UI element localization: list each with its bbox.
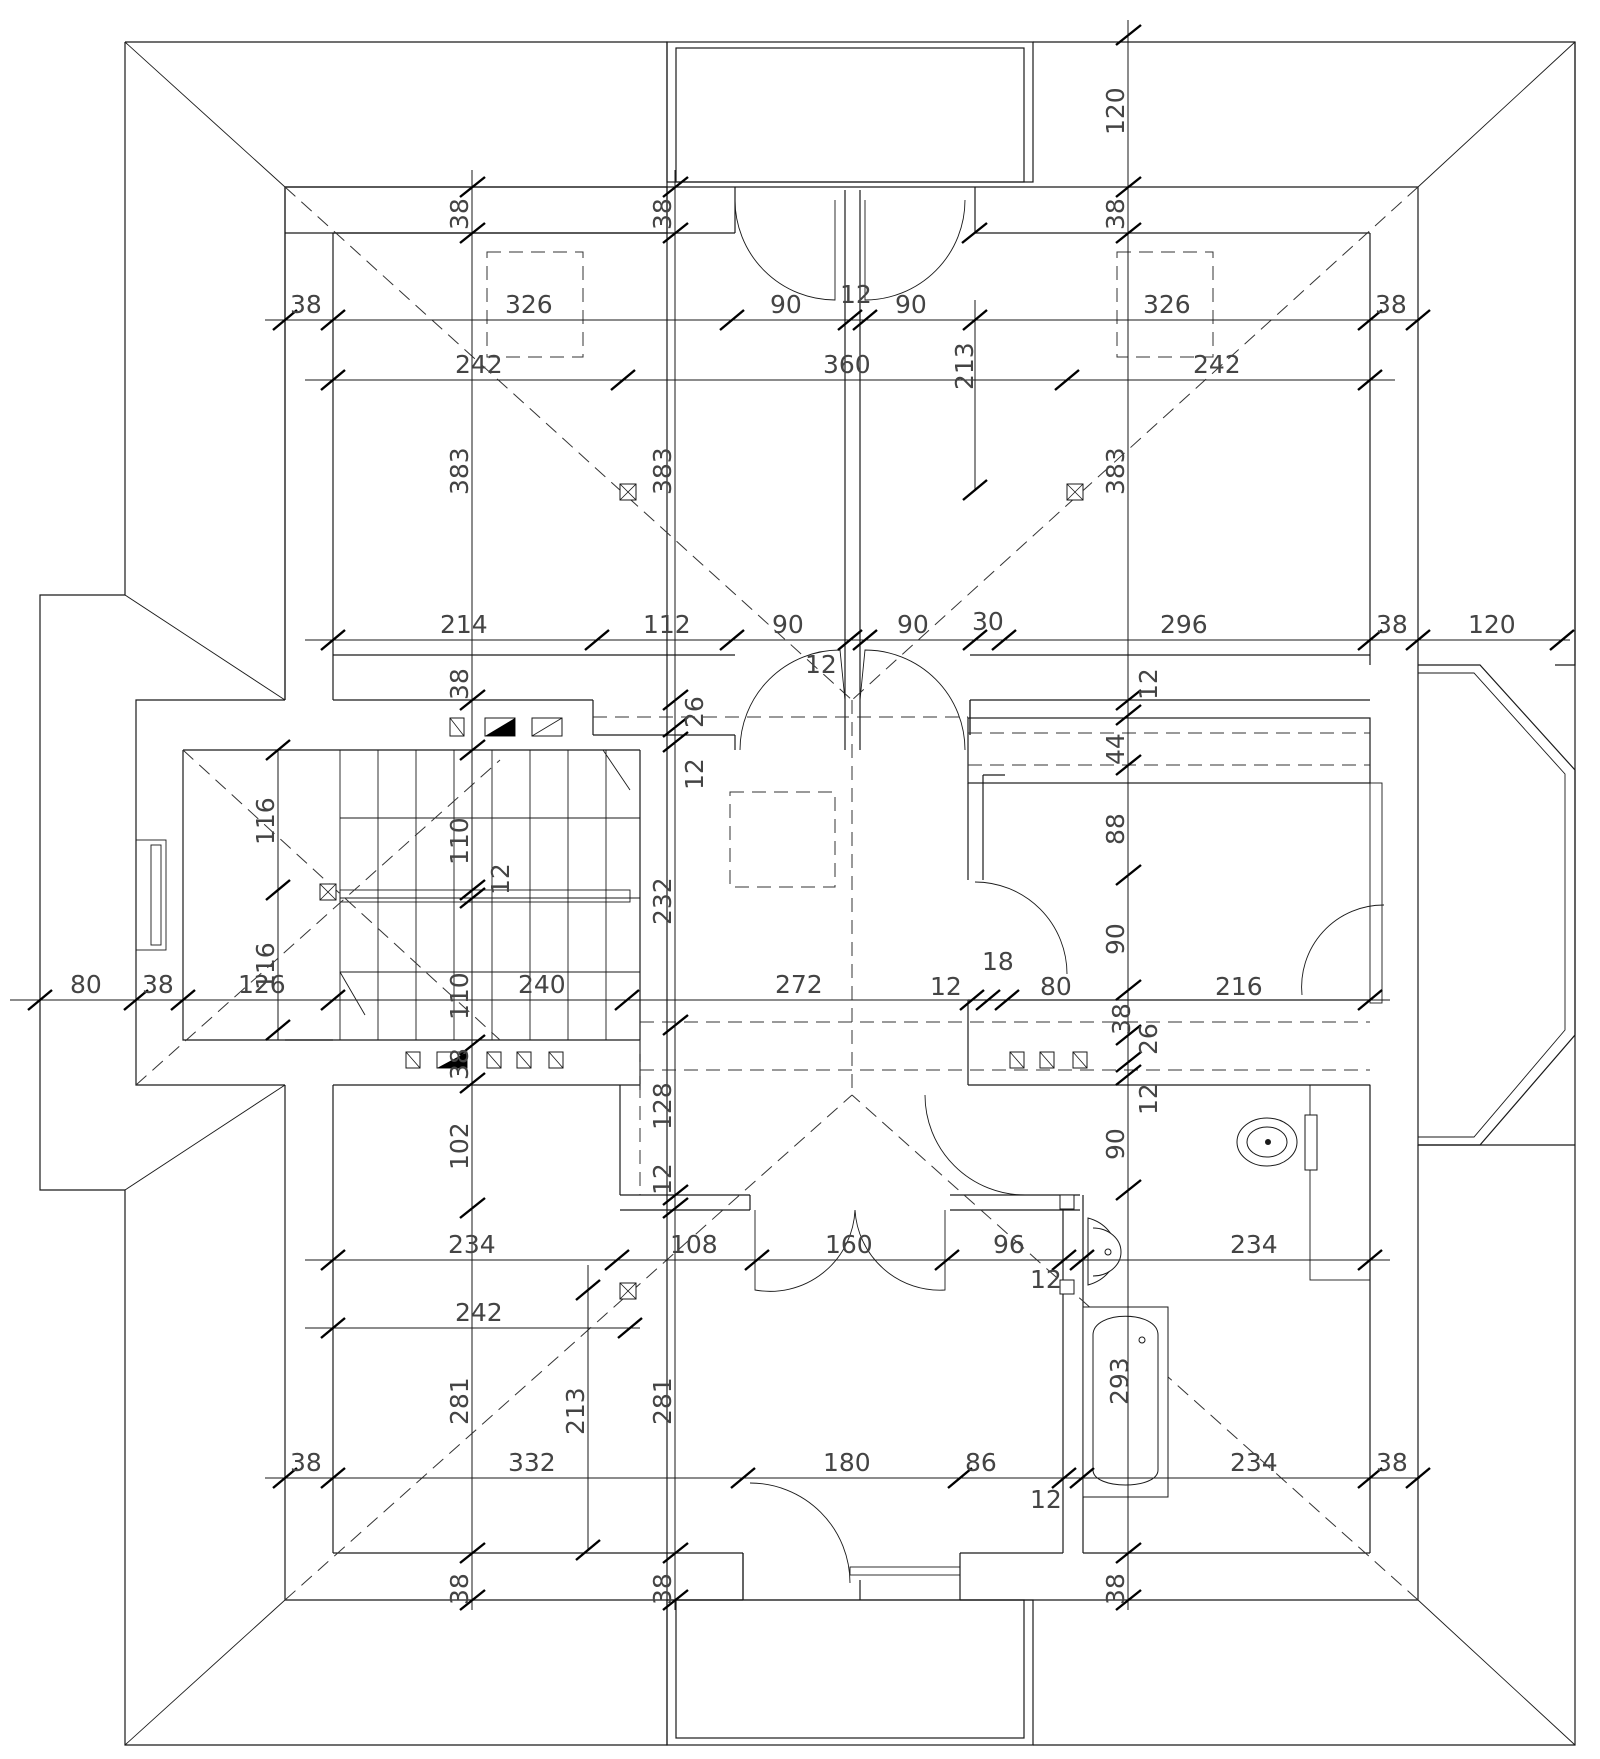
dim-label: 88 (1101, 813, 1130, 845)
dim-label: 180 (823, 1448, 871, 1477)
hip-lines (135, 186, 1419, 1601)
dim-label: 26 (680, 696, 709, 728)
dim-label: 38 (290, 1448, 322, 1477)
dim-label: 96 (993, 1230, 1025, 1259)
dim-label: 242 (455, 350, 503, 379)
dim-label: 383 (648, 447, 677, 495)
dim-label: 86 (965, 1448, 997, 1477)
dim-label: 38 (1101, 1573, 1130, 1605)
dim-label: 38 (1375, 290, 1407, 319)
dim-label: 12 (1030, 1265, 1062, 1294)
dim-label: 234 (1230, 1230, 1278, 1259)
dim-label: 116 (251, 797, 280, 845)
dim-label: 12 (1134, 668, 1163, 700)
dim-label: 12 (930, 972, 962, 1001)
dim-label: 12 (1134, 1083, 1163, 1115)
dim-label: 296 (1160, 610, 1208, 639)
dim-label: 38 (445, 668, 474, 700)
dim-label: 12 (648, 1163, 677, 1195)
dim-label: 38 (1376, 610, 1408, 639)
dim-label: 80 (70, 970, 102, 999)
dim-label: 383 (445, 447, 474, 495)
stair-bay (135, 699, 641, 1090)
dim-label: 38 (445, 198, 474, 230)
dim-label: 116 (251, 942, 280, 990)
dim-label: 326 (1143, 290, 1191, 319)
dim-label: 281 (648, 1377, 677, 1425)
dim-label: 38 (1107, 1003, 1136, 1035)
dim-label: 110 (445, 972, 474, 1020)
dim-label: 214 (440, 610, 488, 639)
dim-label: 126 (238, 970, 286, 999)
roof-outline (39, 41, 1576, 1746)
dim-label: 38 (142, 970, 174, 999)
doors (734, 199, 1385, 1584)
dim-label: 38 (648, 198, 677, 230)
dim-label: 12 (486, 863, 515, 895)
dim-label: 272 (775, 970, 823, 999)
dim-label: 128 (648, 1082, 677, 1130)
bathtub-icon (1082, 1306, 1169, 1498)
dim-label: 326 (505, 290, 553, 319)
dimension-ticks (27, 24, 1575, 1611)
fixtures (319, 483, 1318, 1498)
dim-label: 120 (1468, 610, 1516, 639)
vent-icon (319, 483, 1088, 1300)
dim-label: 38 (445, 1048, 474, 1080)
dim-label: 80 (1040, 972, 1072, 1001)
dim-label: 216 (1215, 972, 1263, 1001)
dim-label: 90 (897, 610, 929, 639)
dim-label: 234 (448, 1230, 496, 1259)
dimension-labels: 38 38 38 120 38 326 90 12 90 326 38 242 … (70, 87, 1516, 1605)
dim-label: 38 (1376, 1448, 1408, 1477)
dim-label: 383 (1101, 447, 1130, 495)
dim-label: 213 (950, 342, 979, 390)
dim-label: 102 (445, 1122, 474, 1170)
dim-label: 90 (895, 290, 927, 319)
dim-label: 120 (1101, 87, 1130, 135)
dim-label: 112 (643, 610, 691, 639)
dim-label: 242 (1193, 350, 1241, 379)
dim-label: 44 (1101, 733, 1130, 765)
exterior-walls (284, 186, 1419, 1601)
dim-label: 332 (508, 1448, 556, 1477)
dim-label: 18 (982, 947, 1014, 976)
dim-label: 108 (670, 1230, 718, 1259)
dimension-lines (10, 20, 1570, 1610)
sink-icon (1087, 1217, 1122, 1286)
dim-label: 38 (1101, 198, 1130, 230)
toilet-icon (1236, 1114, 1318, 1171)
dim-label: 240 (518, 970, 566, 999)
dim-label: 90 (1101, 1128, 1130, 1160)
dim-label: 281 (445, 1377, 474, 1425)
bay-window (1417, 664, 1576, 1146)
dim-label: 90 (1101, 923, 1130, 955)
dim-label: 12 (1030, 1485, 1062, 1514)
dim-label: 38 (290, 290, 322, 319)
dim-label: 160 (825, 1230, 873, 1259)
dim-label: 38 (648, 1573, 677, 1605)
dim-label: 38 (445, 1573, 474, 1605)
dim-label: 12 (680, 758, 709, 790)
dim-label: 232 (648, 877, 677, 925)
dim-label: 110 (445, 817, 474, 865)
dim-label: 90 (772, 610, 804, 639)
dim-label: 234 (1230, 1448, 1278, 1477)
dim-label: 90 (770, 290, 802, 319)
dim-label: 293 (1105, 1357, 1134, 1405)
dim-label: 242 (455, 1298, 503, 1327)
dim-label: 12 (805, 650, 837, 679)
dim-label: 213 (561, 1387, 590, 1435)
dim-label: 360 (823, 350, 871, 379)
dim-label: 26 (1134, 1023, 1163, 1055)
dim-label: 30 (972, 607, 1004, 636)
dim-label: 12 (840, 280, 872, 309)
